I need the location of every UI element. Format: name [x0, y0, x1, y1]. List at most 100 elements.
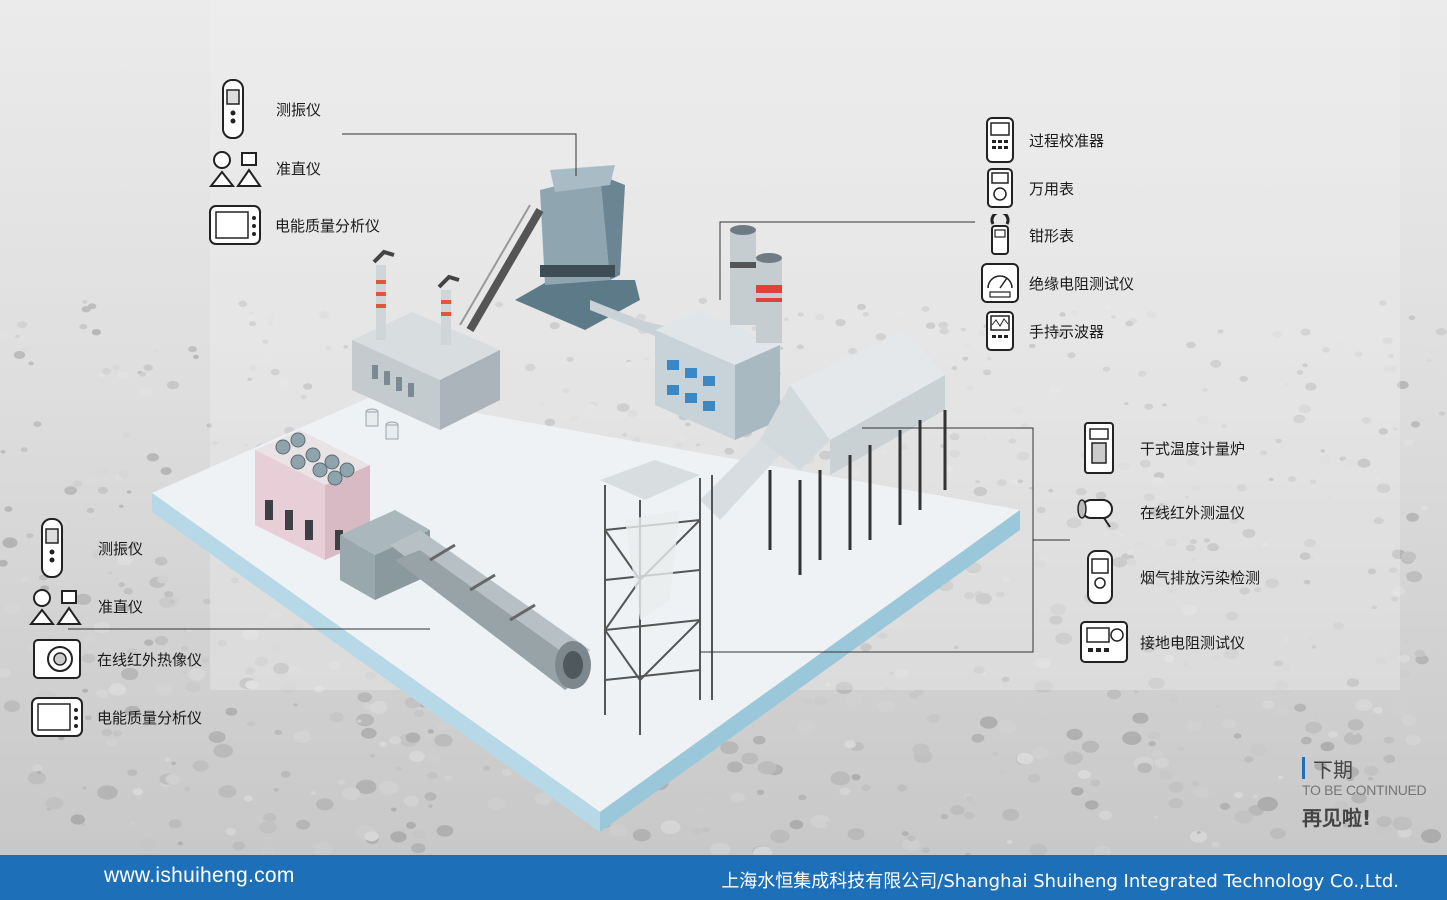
- pebble: [355, 779, 377, 795]
- pebble: [965, 795, 974, 802]
- pebble: [225, 707, 238, 716]
- pebble: [847, 828, 865, 840]
- thermal-camera-icon: [33, 639, 81, 679]
- pebble: [1309, 636, 1314, 640]
- pebble: [684, 422, 691, 427]
- pebble: [1311, 645, 1317, 649]
- pebble: [112, 364, 120, 370]
- pebble: [33, 421, 42, 427]
- pebble: [1049, 385, 1061, 394]
- callout-label: 过程校准器: [1029, 131, 1105, 150]
- pebble: [1426, 358, 1432, 363]
- pebble: [32, 764, 43, 772]
- pebble: [1326, 465, 1341, 476]
- pebble: [300, 394, 307, 400]
- pebble: [329, 712, 344, 723]
- pebble: [839, 787, 851, 796]
- pebble: [127, 769, 138, 776]
- pebble: [1382, 646, 1388, 650]
- earth-resistance-tester-icon: [1080, 621, 1128, 663]
- pebble: [1126, 470, 1136, 478]
- pebble: [549, 322, 560, 330]
- pebble: [1346, 678, 1360, 687]
- pebble: [1320, 449, 1326, 453]
- pebble: [1154, 757, 1169, 768]
- pebble: [1368, 777, 1373, 781]
- pebble: [20, 576, 29, 582]
- pebble: [459, 770, 477, 783]
- pebble: [1215, 704, 1221, 709]
- pebble: [1210, 450, 1216, 455]
- pebble: [232, 841, 246, 851]
- pebble: [963, 811, 975, 820]
- pebble: [195, 670, 201, 674]
- pebble: [1393, 427, 1398, 431]
- pebble: [902, 838, 921, 852]
- pebble: [1210, 359, 1222, 368]
- pebble: [164, 591, 174, 598]
- pebble: [1302, 363, 1308, 368]
- pebble: [1137, 762, 1152, 774]
- pebble: [562, 388, 570, 394]
- pebble: [1336, 655, 1341, 659]
- pebble: [1286, 590, 1293, 595]
- callout-label: 电能质量分析仪: [275, 216, 381, 235]
- pebble: [84, 715, 92, 721]
- pebble: [901, 831, 909, 837]
- pebble: [609, 824, 628, 837]
- pebble: [357, 692, 372, 703]
- pebble: [259, 821, 277, 834]
- pebble: [1410, 421, 1421, 428]
- pebble: [524, 363, 536, 372]
- pebble: [0, 450, 6, 454]
- pebble: [390, 831, 407, 843]
- pebble: [797, 312, 804, 317]
- pebble: [249, 321, 257, 327]
- power-quality-analyzer-icon: [31, 697, 83, 737]
- pebble: [158, 318, 164, 322]
- pebble: [108, 571, 113, 575]
- preheater-building: [655, 225, 782, 440]
- pebble: [1374, 475, 1381, 480]
- pebble: [1221, 423, 1228, 428]
- pebble: [1125, 558, 1137, 566]
- pebble: [424, 792, 437, 801]
- pebble: [835, 319, 846, 327]
- pebble: [815, 313, 825, 321]
- callout-vibration-meter: 测振仪: [218, 78, 321, 140]
- pebble: [495, 301, 503, 308]
- pebble: [1382, 337, 1393, 345]
- pebble: [357, 719, 362, 723]
- pebble: [1148, 741, 1156, 747]
- pebble: [566, 356, 574, 362]
- pebble: [756, 789, 765, 796]
- pebble: [1021, 423, 1029, 428]
- pebble: [851, 774, 861, 781]
- pebble: [83, 634, 96, 643]
- pebble: [96, 689, 109, 698]
- pebble: [95, 466, 109, 476]
- pebble: [164, 757, 171, 762]
- pebble: [1355, 699, 1373, 712]
- process-calibrator-icon: [986, 117, 1014, 163]
- website-link[interactable]: www.ishuiheng.com: [104, 864, 295, 887]
- pebble: [1314, 761, 1327, 771]
- callout-label: 电能质量分析仪: [97, 708, 203, 727]
- pebble: [1222, 719, 1237, 729]
- pebble: [1158, 769, 1174, 781]
- pebble: [1070, 310, 1079, 316]
- pebble: [1343, 766, 1359, 778]
- pebble: [1066, 517, 1082, 529]
- pebble: [79, 324, 88, 330]
- pebble: [131, 541, 137, 545]
- pebble: [1067, 352, 1076, 359]
- pebble: [1190, 484, 1200, 492]
- pebble: [925, 322, 936, 330]
- pebble: [294, 622, 304, 630]
- pebble: [1401, 551, 1417, 562]
- pebble: [895, 311, 906, 319]
- pebble: [1435, 327, 1447, 336]
- pebble: [1322, 347, 1330, 353]
- pebble: [127, 648, 138, 655]
- pebble: [245, 680, 259, 690]
